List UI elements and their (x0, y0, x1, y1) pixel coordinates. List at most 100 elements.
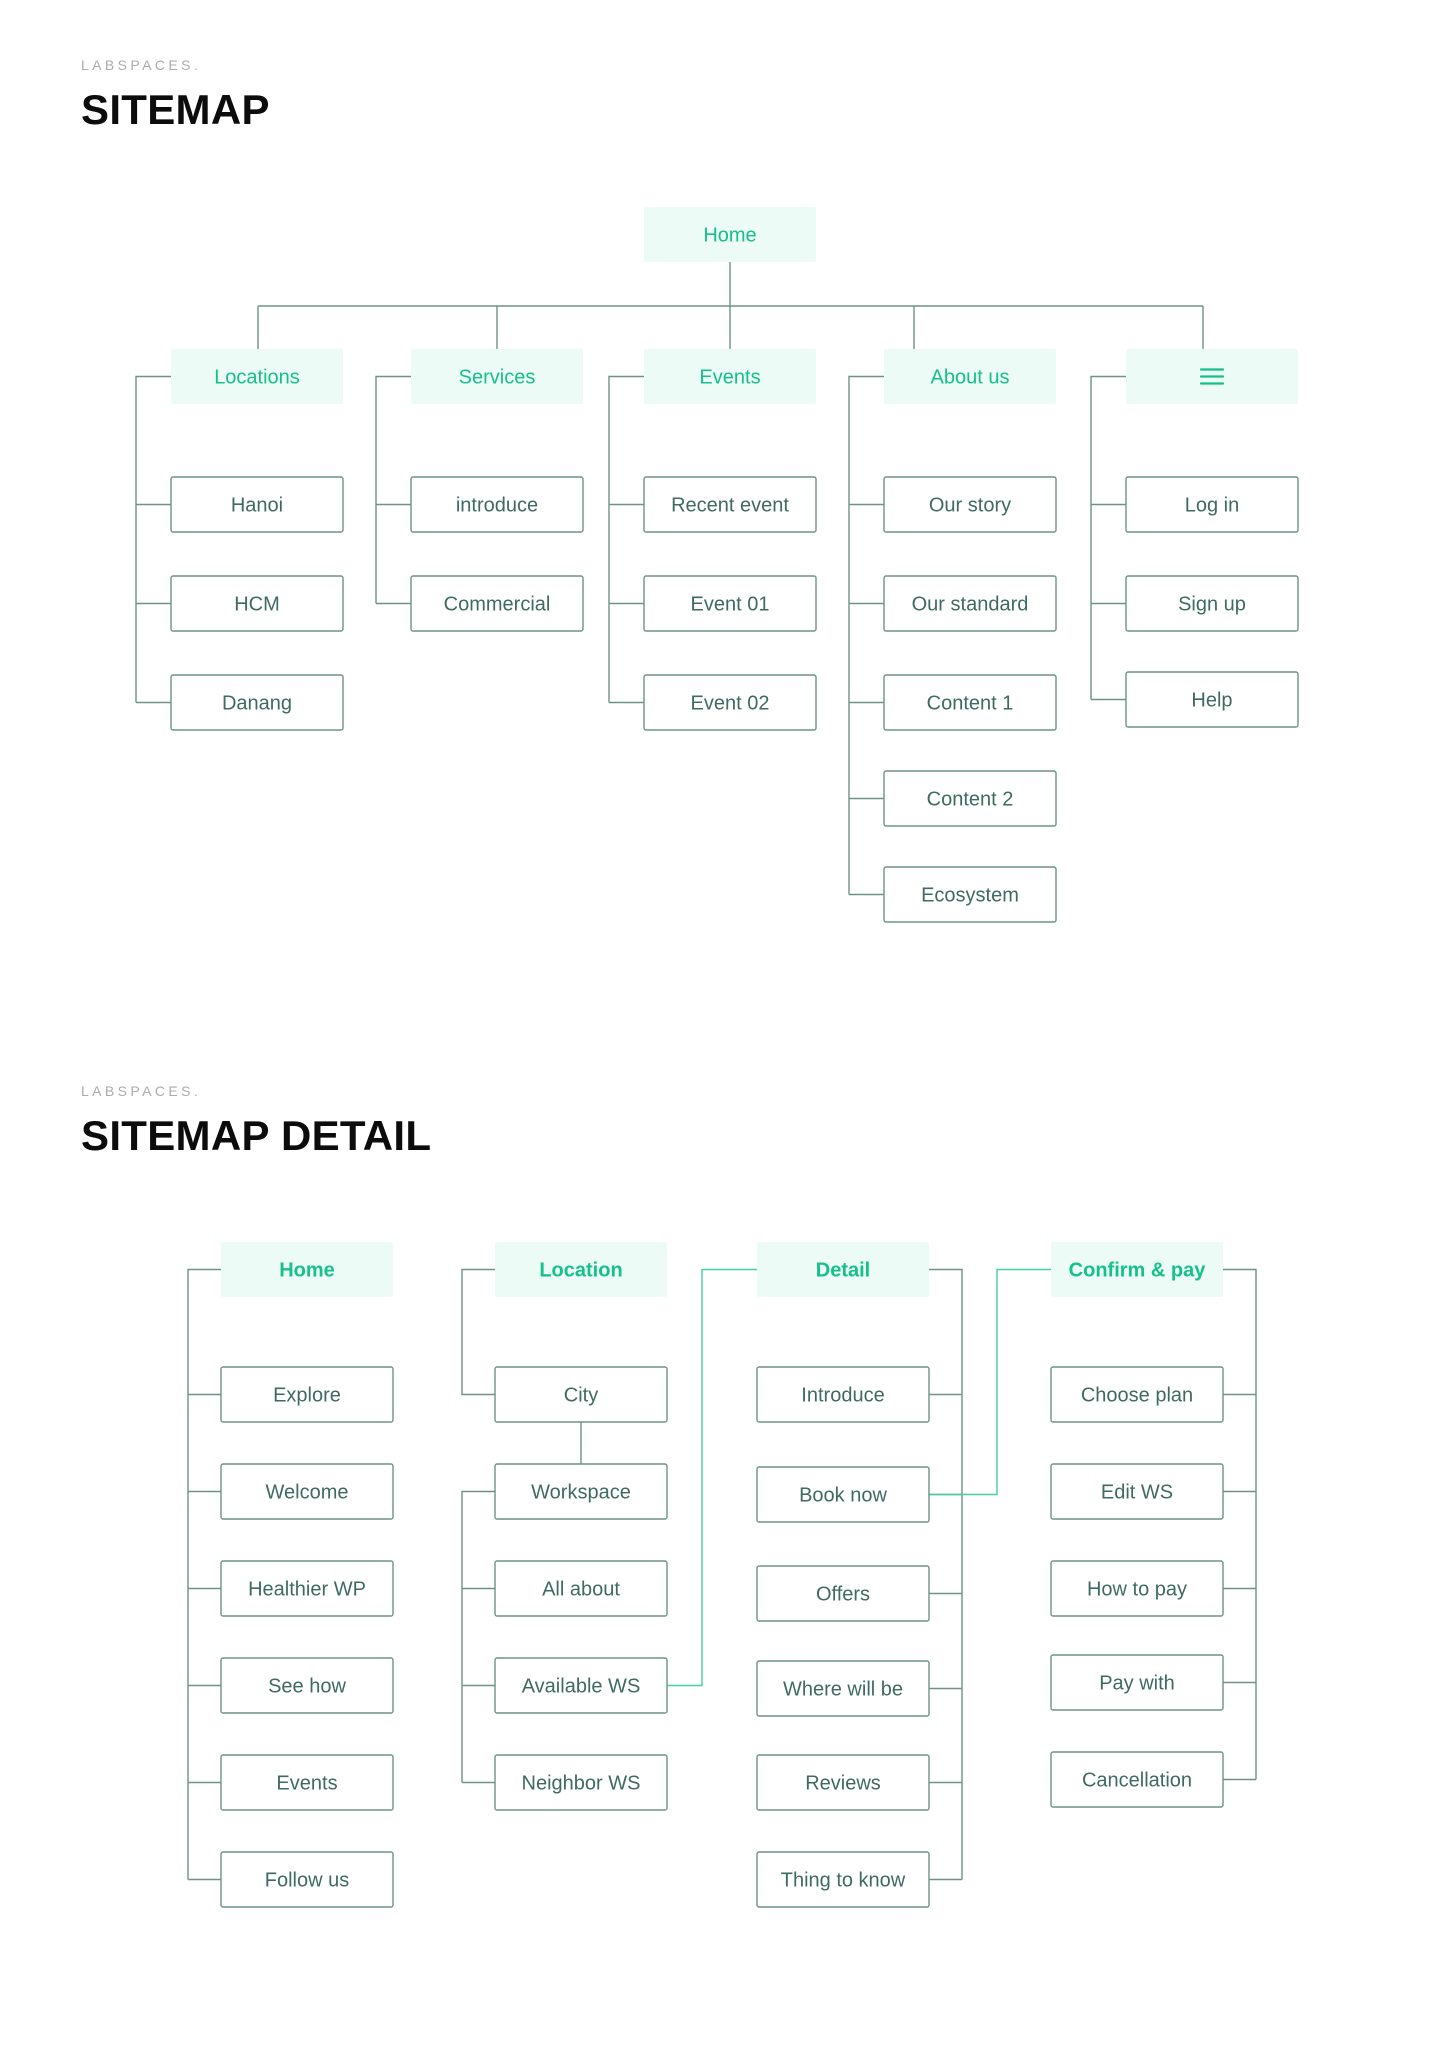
detail-node-healthier-wp-box (220, 1560, 394, 1617)
sitemap-section-about-us-box (884, 349, 1056, 404)
sitemap-node-content-2-label: Content 2 (927, 789, 1014, 811)
sitemap-node-content-2-box (883, 770, 1057, 827)
sitemap-root-home[interactable]: Home (644, 207, 816, 262)
detail-node-cancellation[interactable]: Cancellation (1050, 1751, 1224, 1808)
sitemap-node-hcm-box (170, 575, 344, 632)
sitemap-node-event-02[interactable]: Event 02 (643, 674, 817, 731)
flow-connector-available-to-detail (667, 1268, 757, 1687)
detail-node-where-will-be[interactable]: Where will be (756, 1660, 930, 1717)
sitemap-section-services[interactable]: Services (411, 349, 583, 404)
detail-node-city-box (494, 1366, 668, 1423)
sitemap-node-hcm-label: HCM (234, 594, 280, 616)
detail-node-all-about-label: All about (542, 1579, 620, 1601)
detail-node-pay-with-label: Pay with (1099, 1673, 1175, 1695)
detail-node-book-now-label: Book now (799, 1485, 887, 1507)
detail-node-neighbor-ws[interactable]: Neighbor WS (494, 1754, 668, 1811)
sitemap-node-our-standard-box (883, 575, 1057, 632)
detail-node-welcome-label: Welcome (266, 1482, 349, 1504)
detail-node-available-ws-box (494, 1657, 668, 1714)
sitemap-node-hanoi-label: Hanoi (231, 495, 283, 517)
detail-node-where-will-be-box (756, 1660, 930, 1717)
detail-section-location-box (495, 1242, 667, 1297)
sitemap-node-danang[interactable]: Danang (170, 674, 344, 731)
detail-node-choose-plan-label: Choose plan (1081, 1385, 1193, 1407)
detail-section-confirm-and-pay-label: Confirm & pay (1069, 1260, 1207, 1282)
connector-line (375, 375, 411, 604)
detail-node-thing-to-know[interactable]: Thing to know (756, 1851, 930, 1908)
detail-node-book-now[interactable]: Book now (756, 1466, 930, 1523)
connector-line (848, 375, 884, 895)
detail-node-cancellation-label: Cancellation (1082, 1770, 1192, 1792)
detail-node-welcome-box (220, 1463, 394, 1520)
sitemap-node-hcm[interactable]: HCM (170, 575, 344, 632)
sitemap-node-commercial[interactable]: Commercial (410, 575, 584, 632)
sitemap-node-help-label: Help (1191, 690, 1232, 712)
sitemap-title: SITEMAP (81, 86, 270, 133)
detail-node-available-ws[interactable]: Available WS (494, 1657, 668, 1714)
sitemap-node-content-1[interactable]: Content 1 (883, 674, 1057, 731)
detail-node-workspace[interactable]: Workspace (494, 1463, 668, 1520)
detail-node-choose-plan[interactable]: Choose plan (1050, 1366, 1224, 1423)
sitemap-node-introduce[interactable]: introduce (410, 476, 584, 533)
detail-node-reviews[interactable]: Reviews (756, 1754, 930, 1811)
detail-node-healthier-wp[interactable]: Healthier WP (220, 1560, 394, 1617)
detail-node-city[interactable]: City (494, 1366, 668, 1423)
sitemap-node-event-02-box (643, 674, 817, 731)
detail-node-all-about[interactable]: All about (494, 1560, 668, 1617)
detail-node-how-to-pay-label: How to pay (1087, 1579, 1187, 1601)
sitemap-node-recent-event-label: Recent event (671, 495, 789, 517)
connector-lines (135, 262, 1257, 1881)
detail-node-see-how-label: See how (268, 1676, 346, 1698)
detail-node-how-to-pay[interactable]: How to pay (1050, 1560, 1224, 1617)
detail-node-introduce[interactable]: Introduce (756, 1366, 930, 1423)
detail-node-edit-ws-box (1050, 1463, 1224, 1520)
sitemap-node-recent-event[interactable]: Recent event (643, 476, 817, 533)
detail-node-thing-to-know-box (756, 1851, 930, 1908)
sitemap-node-danang-box (170, 674, 344, 731)
detail-section-detail-box (757, 1242, 929, 1297)
detail-node-follow-us-box (220, 1851, 394, 1908)
detail-node-events[interactable]: Events (220, 1754, 394, 1811)
detail-section-detail[interactable]: Detail (757, 1242, 929, 1297)
sitemap-node-sign-up[interactable]: Sign up (1125, 575, 1299, 632)
detail-section-confirm-and-pay[interactable]: Confirm & pay (1051, 1242, 1223, 1297)
detail-node-events-label: Events (276, 1773, 337, 1795)
sitemap-node-hanoi[interactable]: Hanoi (170, 476, 344, 533)
detail-section-home[interactable]: Home (221, 1242, 393, 1297)
menu-icon (1199, 368, 1225, 385)
sitemap-node-commercial-box (410, 575, 584, 632)
detail-node-thing-to-know-label: Thing to know (781, 1870, 906, 1892)
detail-node-welcome[interactable]: Welcome (220, 1463, 394, 1520)
sitemap-section-services-box (411, 349, 583, 404)
detail-node-choose-plan-box (1050, 1366, 1224, 1423)
sitemap-node-our-story-box (883, 476, 1057, 533)
sitemap-node-ecosystem[interactable]: Ecosystem (883, 866, 1057, 923)
detail-node-follow-us-label: Follow us (265, 1870, 349, 1892)
detail-node-introduce-box (756, 1366, 930, 1423)
detail-node-introduce-label: Introduce (801, 1385, 884, 1407)
sitemap-node-our-standard[interactable]: Our standard (883, 575, 1057, 632)
sitemap-section-locations-label: Locations (214, 367, 300, 389)
connector-line (1223, 1268, 1257, 1780)
detail-node-edit-ws[interactable]: Edit WS (1050, 1463, 1224, 1520)
sitemap-section-locations[interactable]: Locations (171, 349, 343, 404)
sitemap-node-event-01[interactable]: Event 01 (643, 575, 817, 632)
sitemap-section-events[interactable]: Events (644, 349, 816, 404)
detail-section-location[interactable]: Location (495, 1242, 667, 1297)
sitemap-section-about-us[interactable]: About us (884, 349, 1056, 404)
detail-node-explore[interactable]: Explore (220, 1366, 394, 1423)
sitemap-node-ecosystem-label: Ecosystem (921, 885, 1019, 907)
sitemap-node-log-in[interactable]: Log in (1125, 476, 1299, 533)
sitemap-node-our-story[interactable]: Our story (883, 476, 1057, 533)
sitemap-node-help[interactable]: Help (1125, 671, 1299, 728)
detail-node-follow-us[interactable]: Follow us (220, 1851, 394, 1908)
detail-node-see-how[interactable]: See how (220, 1657, 394, 1714)
detail-node-pay-with[interactable]: Pay with (1050, 1654, 1224, 1711)
detail-node-offers[interactable]: Offers (756, 1565, 930, 1622)
sitemap-node-content-2[interactable]: Content 2 (883, 770, 1057, 827)
sitemap-node-danang-label: Danang (222, 693, 292, 715)
sitemap-node-help-box (1125, 671, 1299, 728)
detail-section-detail-label: Detail (816, 1260, 870, 1282)
detail-node-edit-ws-label: Edit WS (1101, 1482, 1173, 1504)
